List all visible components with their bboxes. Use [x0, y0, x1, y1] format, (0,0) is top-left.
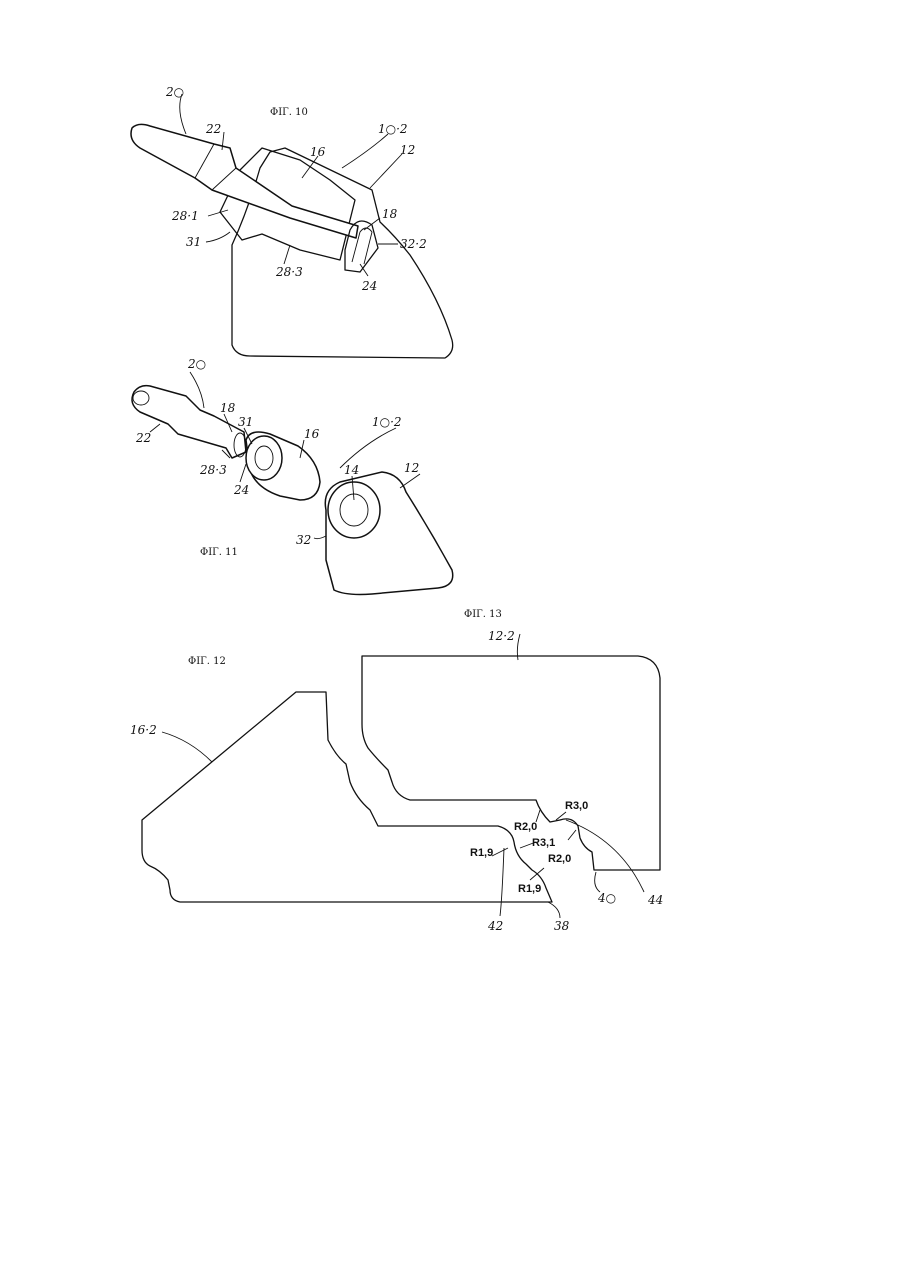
figure-10: ΦIГ. 10 2○ 22 1○·2 12 16 18 32·2 28·1 31… [131, 85, 453, 358]
radius-r30: R3,0 [565, 800, 588, 812]
leader-16 [302, 156, 318, 178]
pick-tool [131, 124, 358, 238]
fig13-caption: ΦIГ. 13 [464, 609, 502, 620]
fig11-caption: ΦIГ. 11 [200, 547, 238, 558]
leader-10-2b [340, 428, 396, 468]
ref-12b: 12 [404, 461, 419, 475]
ref-22b: 22 [135, 431, 151, 445]
leader-24b [240, 464, 246, 482]
radius-r20b: R2,0 [548, 853, 571, 865]
leader-44 [566, 820, 644, 892]
leader-31 [206, 232, 230, 242]
ref-32: 32 [296, 533, 311, 547]
arrow-r19a [492, 848, 508, 856]
leader-32 [314, 536, 326, 539]
leader-38 [548, 902, 560, 918]
leader-12 [370, 154, 402, 188]
ref-20: 2○ [165, 85, 184, 99]
leader-28-3 [284, 245, 290, 264]
ref-10-2b: 1○·2 [372, 415, 402, 429]
ref-28-1: 28·1 [171, 209, 199, 223]
ref-31b: 31 [238, 415, 253, 429]
leader-12b [400, 474, 420, 488]
radius-r31: R3,1 [532, 837, 555, 849]
ref-18: 18 [382, 207, 398, 221]
ref-22: 22 [205, 122, 221, 136]
holder-section-12-2 [362, 656, 660, 870]
leader-16-2 [162, 732, 212, 762]
ref-12: 12 [400, 143, 415, 157]
ref-14: 14 [344, 463, 359, 477]
arrow-r20b [568, 830, 576, 840]
leader-40 [595, 872, 600, 892]
fig12-caption: ΦIГ. 12 [188, 656, 226, 667]
leader-18 [364, 218, 380, 230]
radius-r20a: R2,0 [514, 821, 537, 833]
ref-16b: 16 [304, 427, 320, 441]
ref-28-3b: 28·3 [199, 463, 227, 477]
ref-16-2: 16·2 [130, 723, 157, 737]
radius-r19b: R1,9 [518, 883, 541, 895]
radius-r19a: R1,9 [470, 847, 493, 859]
ref-24b: 24 [233, 483, 249, 497]
ref-20b: 2○ [187, 357, 206, 371]
leader-22b [150, 424, 160, 432]
ref-44: 44 [647, 893, 663, 907]
ref-32-2: 32·2 [400, 237, 427, 251]
figure-12: ΦIГ. 12 16·2 42 38 R3,0 R2,0 R3,1 R2,0 R… [130, 656, 588, 933]
fig10-caption: ΦIГ. 10 [270, 107, 308, 118]
figure-11: ΦIГ. 11 2○ 22 18 31 28·3 24 16 1○·2 14 1… [132, 357, 453, 595]
ref-28-3: 28·3 [275, 265, 303, 279]
ref-18b: 18 [220, 401, 236, 415]
ref-24: 24 [361, 279, 377, 293]
ref-42: 42 [487, 919, 503, 933]
leader-42 [500, 848, 504, 916]
bushing-section-16-2 [142, 692, 552, 902]
ref-38: 38 [554, 919, 570, 933]
ref-40: 4○ [597, 891, 616, 905]
ref-31: 31 [186, 235, 201, 249]
ref-10-2: 1○·2 [378, 122, 408, 136]
ref-16: 16 [310, 145, 326, 159]
leader-20 [180, 94, 186, 134]
holder-face [328, 482, 380, 538]
ref-12-2: 12·2 [488, 629, 515, 643]
leader-10-2 [342, 134, 388, 168]
leader-28-1 [208, 210, 228, 216]
figure-13: ΦIГ. 13 12·2 4○ 44 [362, 609, 663, 907]
